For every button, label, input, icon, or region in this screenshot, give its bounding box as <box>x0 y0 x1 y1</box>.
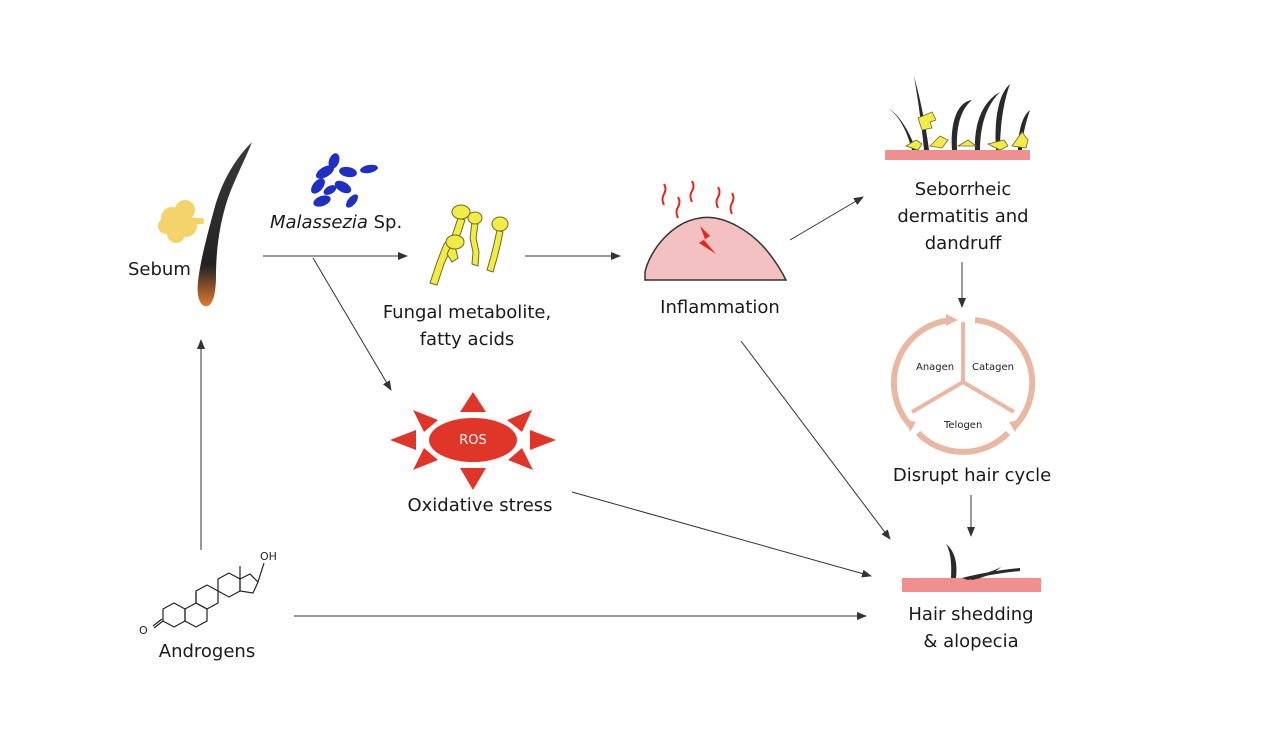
catagen-label: Catagen <box>972 362 1014 373</box>
fungal-line-1: Fungal metabolite, <box>382 302 552 323</box>
androgens-label: Androgens <box>158 641 256 662</box>
malassezia-icon <box>311 153 378 208</box>
arrow-oxidative-to-shedding <box>571 491 872 578</box>
ros-burst-icon <box>390 392 556 490</box>
oxidative-stress-label: Oxidative stress <box>407 495 553 516</box>
hair-shedding-label: Hair shedding & alopecia <box>882 601 1060 655</box>
hair-cycle-label: Disrupt hair cycle <box>892 465 1052 486</box>
hair-cycle-diagram <box>890 314 1036 455</box>
shedding-line-1: Hair shedding <box>908 604 1034 625</box>
androgen-o-label: O <box>139 624 148 637</box>
inflammation-icon <box>644 180 788 281</box>
seborrheic-line-2: dermatitis and <box>897 206 1029 227</box>
fungal-metabolite-label: Fungal metabolite, fatty acids <box>367 299 567 353</box>
hair-shedding-icon <box>902 544 1041 592</box>
anagen-label: Anagen <box>916 362 955 373</box>
malassezia-label: Malassezia Sp. <box>270 209 402 236</box>
hair-follicle-icon <box>197 142 252 307</box>
malassezia-suffix: Sp. <box>367 212 403 233</box>
androgen-steroid-structure-icon <box>152 562 265 629</box>
seborrheic-line-3: dandruff <box>924 233 1002 254</box>
sebum-blob-icon <box>158 200 204 243</box>
seborrheic-label: Seborrheic dermatitis and dandruff <box>882 176 1044 257</box>
arrows <box>197 196 975 620</box>
androgen-oh-label: OH <box>260 550 277 563</box>
malassezia-italic: Malassezia <box>270 212 368 233</box>
seborrheic-line-1: Seborrheic <box>914 179 1012 200</box>
arrow-sebum-to-ros <box>312 257 392 391</box>
sebum-follicle-illustration <box>158 142 252 307</box>
fungal-line-2: fatty acids <box>419 329 515 350</box>
sebum-label: Sebum <box>128 259 191 280</box>
fungal-metabolite-icon <box>429 204 509 286</box>
telogen-label: Telogen <box>944 420 983 431</box>
seborrheic-scalp-icon <box>885 76 1030 160</box>
arrow-inflammation-to-shedding <box>740 340 891 540</box>
arrow-inflammation-to-seborrheic <box>789 196 864 241</box>
shedding-line-2: & alopecia <box>923 631 1019 652</box>
inflammation-label: Inflammation <box>660 297 780 318</box>
ros-badge: ROS <box>459 433 487 448</box>
